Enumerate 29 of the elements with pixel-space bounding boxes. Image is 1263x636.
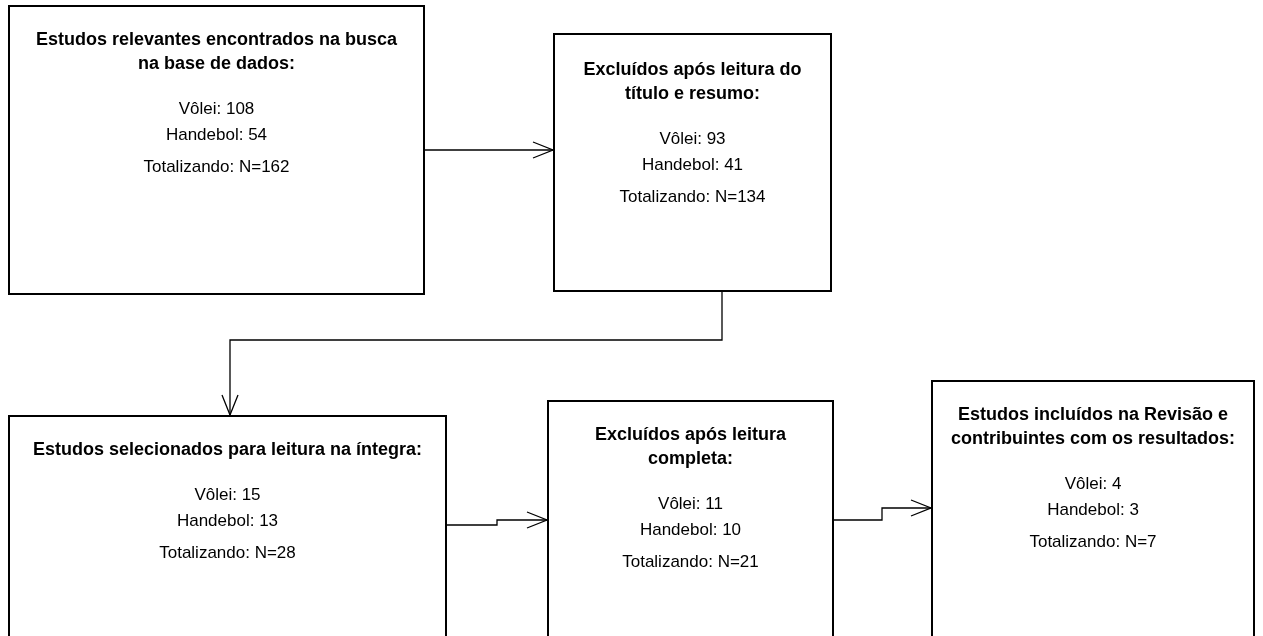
process-box bbox=[8, 5, 425, 295]
count-text: Vôlei: 11 bbox=[658, 493, 723, 515]
count-text: Vôlei: 108 bbox=[178, 98, 255, 120]
count-text: Totalizando: N=21 bbox=[622, 551, 759, 573]
process-box bbox=[931, 380, 1255, 636]
process-box bbox=[553, 33, 832, 292]
box-heading: Estudos relevantes encontrados na busca na base de dados: bbox=[34, 28, 399, 75]
count-text: Handebol: 54 bbox=[165, 124, 268, 146]
count-text: Handebol: 3 bbox=[1047, 499, 1139, 521]
arrow bbox=[221, 291, 723, 416]
box-heading: Estudos incluídos na Revisão e contribuintes com os resultados: bbox=[949, 403, 1236, 450]
box-heading: Excluídos após leitura do título e resumo: bbox=[582, 58, 803, 105]
count-text: Vôlei: 93 bbox=[659, 128, 726, 150]
arrow bbox=[833, 499, 932, 521]
count-text: Totalizando: N=7 bbox=[1029, 531, 1157, 553]
box-heading: Estudos selecionados para leitura na íntegra: bbox=[32, 438, 423, 461]
count-text: Totalizando: N=28 bbox=[159, 542, 296, 564]
count-text: Vôlei: 4 bbox=[1064, 473, 1122, 495]
box-heading: Excluídos após leitura completa: bbox=[593, 423, 788, 470]
count-text: Handebol: 13 bbox=[176, 510, 279, 532]
arrow bbox=[424, 141, 554, 159]
count-text: Totalizando: N=134 bbox=[619, 186, 766, 208]
count-text: Handebol: 41 bbox=[641, 154, 744, 176]
count-text: Vôlei: 15 bbox=[194, 484, 261, 506]
count-text: Totalizando: N=162 bbox=[143, 156, 290, 178]
process-box bbox=[547, 400, 834, 636]
arrow bbox=[446, 511, 548, 529]
process-box bbox=[8, 415, 447, 636]
count-text: Handebol: 10 bbox=[639, 519, 742, 541]
